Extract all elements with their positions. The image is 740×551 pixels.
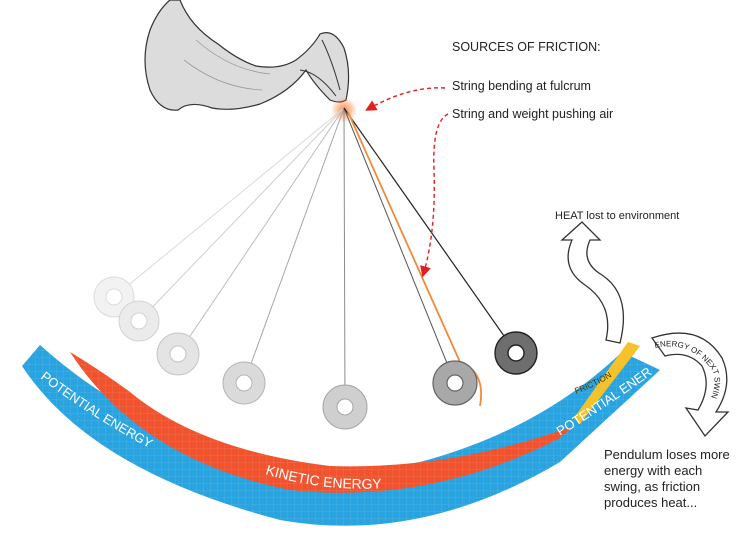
pendulum-weight-icon bbox=[93, 276, 135, 318]
energy-bands bbox=[22, 342, 660, 526]
heat-lost-label: HEAT lost to environment bbox=[555, 210, 680, 222]
pendulum-weights bbox=[93, 276, 538, 430]
friction-source-item: String bending at fulcrum bbox=[452, 79, 591, 93]
friction-source-item: String and weight pushing air bbox=[452, 107, 614, 121]
pendulum-weight-icon bbox=[222, 361, 266, 405]
heat-arrow-icon bbox=[560, 221, 624, 344]
red-arrow-air bbox=[420, 113, 449, 278]
hand-icon bbox=[144, 0, 350, 111]
pendulum-strings bbox=[113, 107, 517, 408]
friction-sources-title: SOURCES OF FRICTION: bbox=[452, 40, 601, 54]
next-swing-arrow-icon bbox=[650, 332, 730, 438]
conclusion-text: Pendulum loses more energy with each swi… bbox=[604, 447, 730, 510]
pendulum-weight-icon bbox=[118, 300, 160, 342]
friction-band bbox=[574, 342, 640, 424]
pendulum-weight-icon bbox=[322, 384, 368, 430]
pendulum-weight-icon bbox=[432, 360, 478, 406]
pendulum-weight-icon bbox=[494, 331, 538, 375]
red-arrow-fulcrum bbox=[365, 87, 446, 111]
pendulum-weight-icon bbox=[156, 332, 200, 376]
